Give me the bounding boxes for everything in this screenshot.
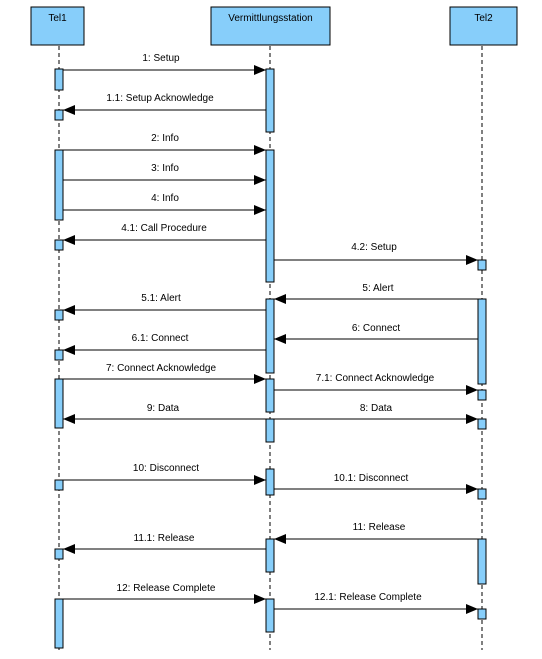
activation-bar xyxy=(265,598,275,633)
participant-tel1[interactable]: Tel1 xyxy=(30,6,85,46)
participant-box xyxy=(449,6,518,46)
activation-bar xyxy=(477,538,487,585)
activation-bar xyxy=(54,309,64,321)
activation-bar xyxy=(477,389,487,401)
participant-box xyxy=(30,6,85,46)
activation-bar xyxy=(477,259,487,271)
message-label: 4.2: Setup xyxy=(351,242,397,253)
message-label: 10.1: Disconnect xyxy=(334,473,409,484)
message-label: 6: Connect xyxy=(352,323,401,334)
message-label: 8: Data xyxy=(360,403,393,414)
message-label: 11.1: Release xyxy=(134,533,195,544)
activation-bar xyxy=(265,378,275,413)
activation-bar xyxy=(265,538,275,573)
message-label: 1.1: Setup Acknowledge xyxy=(106,93,214,104)
activation-bar xyxy=(265,298,275,374)
message-label: 11: Release xyxy=(353,522,406,533)
participant-vermittlungsstation[interactable]: Vermittlungsstation xyxy=(210,6,331,46)
activation-bar xyxy=(477,418,487,430)
activation-bar xyxy=(54,598,64,649)
message-label: 2: Info xyxy=(151,133,179,144)
participant-label: Vermittlungsstation xyxy=(228,13,313,24)
message-label: 12: Release Complete xyxy=(117,583,216,594)
activation-bar xyxy=(54,149,64,221)
activation-bar xyxy=(265,468,275,496)
activation-bar xyxy=(265,149,275,283)
message-label: 7.1: Connect Acknowledge xyxy=(316,373,435,384)
activation-bar xyxy=(54,378,64,429)
activation-bar xyxy=(54,349,64,361)
message-label: 3: Info xyxy=(151,163,179,174)
activation-bar xyxy=(477,488,487,500)
activation-bar xyxy=(54,479,64,491)
message-label: 5: Alert xyxy=(362,283,393,294)
activation-bar xyxy=(265,68,275,133)
activation-bar xyxy=(477,298,487,385)
activation-bar xyxy=(54,109,64,121)
participant-label: Tel2 xyxy=(474,13,493,24)
activation-bar xyxy=(54,239,64,251)
participant-box xyxy=(210,6,331,46)
participant-tel2[interactable]: Tel2 xyxy=(449,6,518,46)
message-label: 4: Info xyxy=(151,193,179,204)
message-label: 6.1: Connect xyxy=(132,333,189,344)
message-label: 7: Connect Acknowledge xyxy=(106,363,217,374)
messages: 1: Setup 1.1: Setup Acknowledge 2: Info … xyxy=(63,53,478,614)
message-label: 9: Data xyxy=(147,403,180,414)
activations xyxy=(54,68,487,649)
activation-bar xyxy=(54,68,64,91)
activation-bar xyxy=(54,548,64,560)
message-label: 5.1: Alert xyxy=(141,293,181,304)
participant-label: Tel1 xyxy=(48,13,67,24)
message-label: 4.1: Call Procedure xyxy=(121,223,207,234)
activation-bar xyxy=(265,418,275,443)
message-label: 1: Setup xyxy=(142,53,180,64)
message-label: 10: Disconnect xyxy=(133,463,199,474)
activation-bar xyxy=(477,608,487,620)
message-label: 12.1: Release Complete xyxy=(314,592,422,603)
